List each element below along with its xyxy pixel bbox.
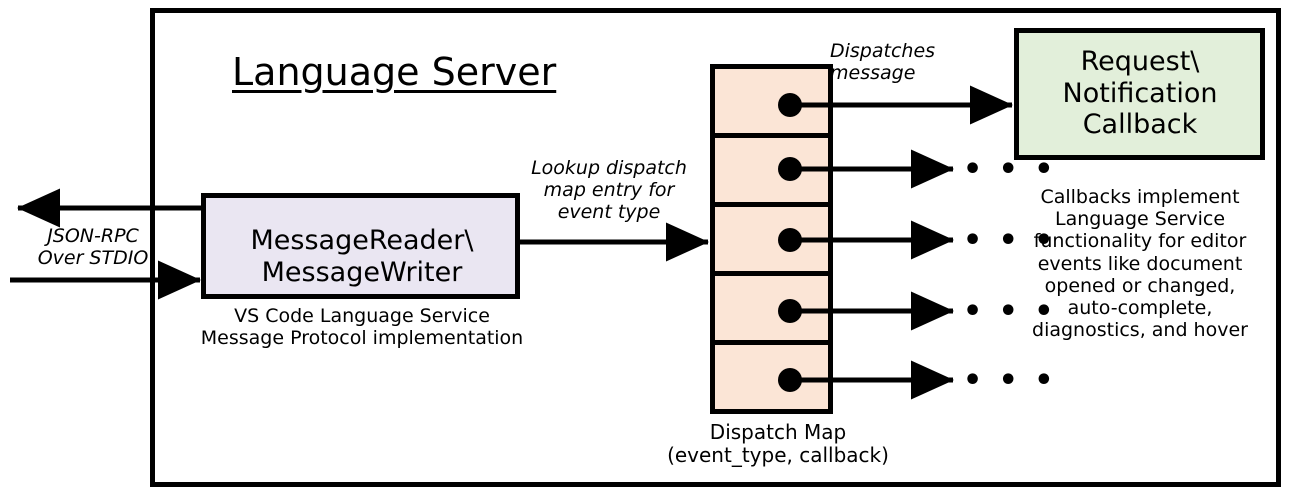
language-server-boundary bbox=[150, 8, 1281, 487]
dispatch-map-row[interactable] bbox=[710, 271, 833, 345]
message-reader-writer-label: MessageReader\ MessageWriter bbox=[250, 225, 474, 288]
dispatch-map-caption: Dispatch Map (event_type, callback) bbox=[667, 420, 889, 468]
page-title: Language Server bbox=[232, 50, 572, 94]
dispatch-map-table[interactable] bbox=[710, 64, 833, 414]
message-reader-writer-box[interactable] bbox=[201, 193, 520, 299]
ellipsis-icon: • • • bbox=[963, 152, 1057, 187]
ellipsis-icon: • • • bbox=[963, 294, 1057, 329]
request-notification-callback-box[interactable] bbox=[1014, 28, 1265, 160]
message-reader-writer-caption: VS Code Language Service Message Protoco… bbox=[200, 305, 524, 350]
callback-description: Callbacks implement Language Service fun… bbox=[1032, 186, 1248, 342]
lookup-dispatch-label: Lookup dispatch map entry for event type bbox=[531, 157, 687, 224]
ellipsis-icon: • • • bbox=[963, 363, 1057, 398]
dispatch-map-row[interactable] bbox=[710, 64, 833, 138]
dispatches-message-label: Dispatches message bbox=[830, 40, 936, 85]
dispatch-map-row[interactable] bbox=[710, 340, 833, 414]
stdio-channel-label: JSON-RPC Over STDIO bbox=[37, 225, 149, 270]
ellipsis-icon: • • • bbox=[963, 223, 1057, 258]
page-title-text: Language Server bbox=[232, 50, 557, 94]
request-notification-callback-label: Request\ Notification Callback bbox=[1062, 46, 1218, 141]
